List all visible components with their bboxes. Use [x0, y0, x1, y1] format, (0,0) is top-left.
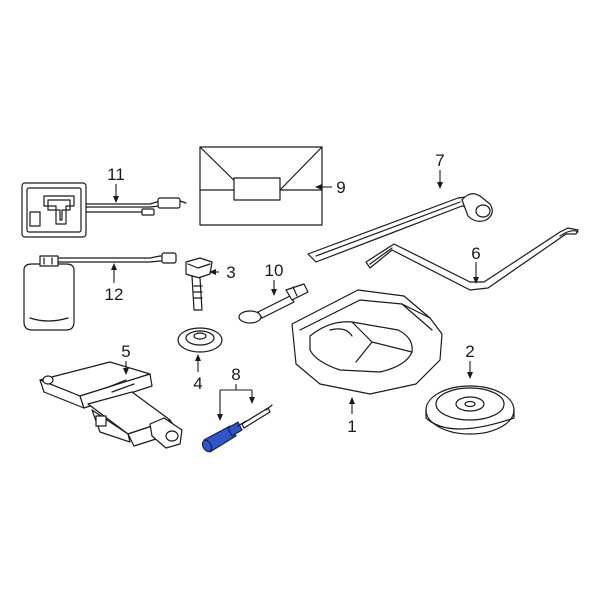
part-9-document-envelope[interactable] [199, 146, 323, 226]
callout-2: 2 [465, 342, 474, 361]
part-5-scissor-jack[interactable] [39, 361, 183, 449]
callout-11: 11 [107, 165, 125, 184]
part-12-sealant-bottle[interactable] [23, 252, 177, 331]
part-4-grommet[interactable] [177, 327, 223, 353]
callout-12: 12 [105, 285, 124, 304]
callout-9: 9 [336, 178, 345, 197]
part-8-socket-extension[interactable] [201, 404, 273, 453]
callout-10: 10 [265, 261, 284, 280]
callout-7: 7 [435, 151, 444, 170]
part-6-jack-handle[interactable] [365, 227, 579, 291]
part-2-wheel-spacer[interactable] [425, 385, 515, 435]
callout-6: 6 [471, 244, 480, 263]
part-10-valve-tool[interactable] [238, 283, 309, 324]
callout-8: 8 [231, 365, 240, 384]
part-3-valve-connector[interactable] [185, 257, 213, 311]
part-1-storage-tray[interactable] [291, 289, 443, 395]
part-11-compressor-kit[interactable] [21, 182, 187, 238]
callout-3: 3 [226, 263, 235, 282]
leader-lines [111, 170, 479, 421]
callout-5: 5 [121, 342, 130, 361]
callout-1: 1 [347, 417, 356, 436]
callout-4: 4 [193, 374, 202, 393]
part-7-lug-wrench[interactable] [307, 193, 493, 263]
